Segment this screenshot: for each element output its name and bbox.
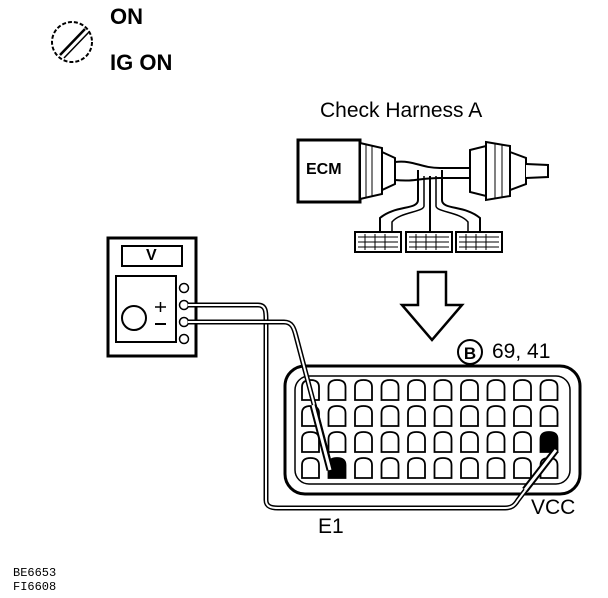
connector-pin: [301, 457, 320, 479]
connector-pin: [433, 457, 453, 479]
connector-pin: [407, 405, 426, 427]
connector-pin: [354, 431, 373, 453]
connector-pin: [539, 379, 559, 401]
connector-pin: [486, 457, 506, 479]
connector-pin: [407, 431, 426, 453]
connector-pin: [407, 457, 426, 479]
connector-pin: [380, 431, 400, 453]
supply-pin-label: VCC: [531, 496, 576, 519]
connector-pin: [354, 405, 373, 427]
switch-state-label: ON: [110, 4, 143, 29]
connector-pin: [513, 457, 532, 479]
connector-pin: [539, 405, 559, 427]
connector-pin: [513, 431, 532, 453]
connector-pin: [433, 379, 453, 401]
connector-pin: [513, 379, 532, 401]
connector-pin: [380, 405, 400, 427]
connector-pin: [433, 405, 453, 427]
ecm-label: ECM: [306, 161, 342, 178]
figure-code-2: FI6608: [13, 580, 57, 594]
connector-id-letter: B: [464, 344, 476, 363]
connector-pin: [460, 405, 479, 427]
connector-pin: [407, 379, 426, 401]
connector-pin: [460, 379, 479, 401]
connector-pin: [433, 431, 453, 453]
test-leads: [188, 302, 559, 511]
ecm-box: [296, 138, 362, 204]
connector-pin: [460, 431, 479, 453]
ecm-connector: [283, 364, 582, 496]
connector-pin: [327, 405, 347, 427]
connector-pin: [354, 457, 373, 479]
connector-pin: [327, 431, 347, 453]
ground-pin-label: E1: [318, 515, 344, 538]
harness-title: Check Harness A: [320, 99, 483, 122]
connector-pin: [486, 379, 506, 401]
connector-pin: [486, 405, 506, 427]
connector-pin: [380, 457, 400, 479]
meter-mode-label: V: [146, 247, 157, 264]
ignition-key-icon: [51, 21, 93, 63]
connector-pin: [513, 405, 532, 427]
connector-pin: [380, 379, 400, 401]
connector-pin: [486, 431, 506, 453]
pin-vcc: [539, 431, 559, 453]
connector-pin: [327, 379, 347, 401]
figure-code-1: BE6653: [13, 566, 57, 580]
connector-id-mark: B: [457, 339, 483, 365]
check-harness-a: [296, 138, 549, 253]
voltmeter: [106, 236, 198, 358]
connector-pin: [460, 457, 479, 479]
pin-numbers-label: 69, 41: [492, 340, 551, 363]
connector-pin: [354, 379, 373, 401]
pin-grid: [301, 379, 559, 479]
down-arrow-icon: [399, 270, 465, 342]
ignition-condition-label: IG ON: [110, 50, 173, 75]
connector-pin: [301, 431, 320, 453]
